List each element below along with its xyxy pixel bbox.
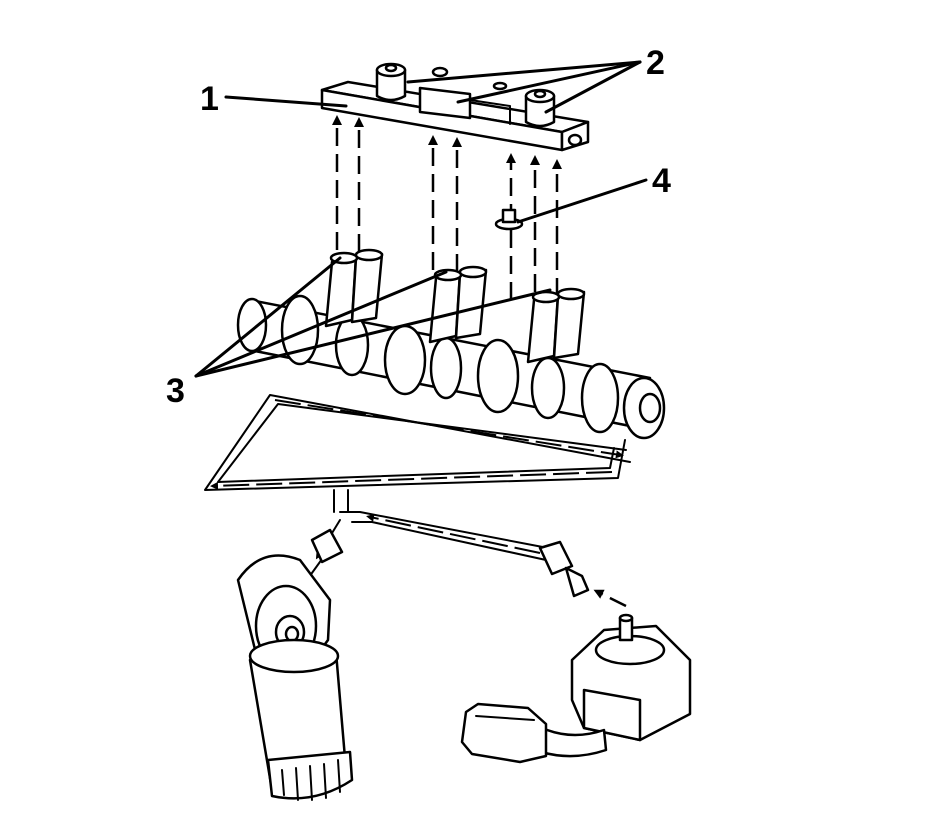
callout-3: 3 [166,372,185,410]
guide-bolt-left [375,62,407,102]
lifter-pair-1 [324,248,384,328]
assembly-arrows [332,115,562,300]
lifter-pair-2 [428,265,488,344]
oil-filter-assembly [236,554,354,801]
callout-2: 2 [646,44,665,82]
callout-1: 1 [200,80,219,118]
guide-bolt-center [418,66,472,120]
guide-bolt-right [524,88,556,128]
guide-bolt-nut [494,208,524,231]
oil-pump-assembly [460,613,692,764]
valve-lifters [324,248,586,364]
leader-lines [194,60,648,378]
oil-flow-path [204,394,631,608]
lifter-guide-bar [320,62,590,152]
callout-4: 4 [652,162,671,200]
lifter-pair-3 [526,287,586,364]
